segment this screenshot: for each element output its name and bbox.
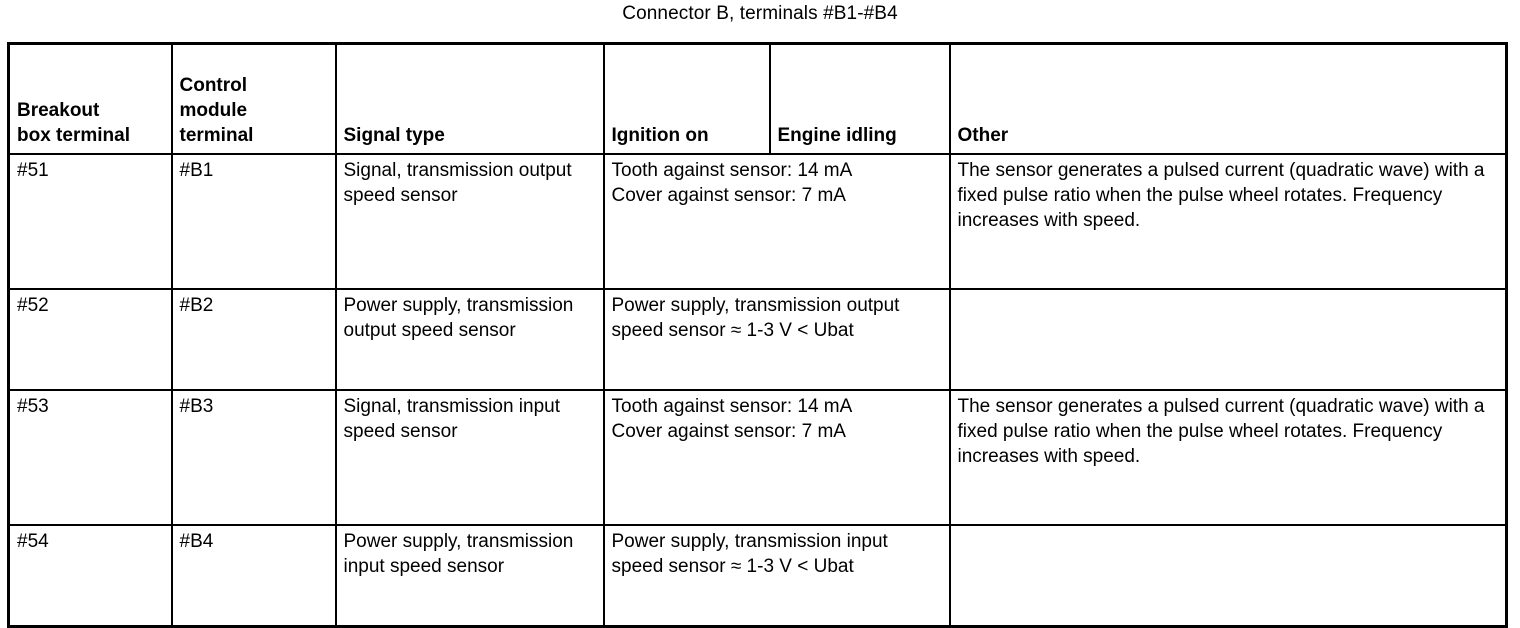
column-header-breakout-box-terminal: Breakout box terminal (7, 43, 173, 155)
cell-measurement: Power supply, transmission input speed s… (602, 524, 951, 628)
column-header-signal-type: Signal type (334, 43, 605, 155)
cell-measurement: Tooth against sensor: 14 mA Cover agains… (602, 389, 951, 526)
column-header-other: Other (948, 43, 1508, 155)
cell-measurement: Power supply, transmission output speed … (602, 288, 951, 391)
table-row: #52 #B2 Power supply, transmission outpu… (7, 288, 1508, 391)
table-row: #53 #B3 Signal, transmission input speed… (7, 389, 1508, 526)
cell-control-terminal: #B4 (170, 524, 337, 628)
table-row: #51 #B1 Signal, transmission output spee… (7, 153, 1508, 290)
cell-other: The sensor generates a pulsed current (q… (948, 389, 1508, 526)
column-header-engine-idling: Engine idling (768, 43, 951, 155)
table-row: #54 #B4 Power supply, transmission input… (7, 524, 1508, 628)
cell-breakout-terminal: #54 (7, 524, 173, 628)
cell-control-terminal: #B1 (170, 153, 337, 290)
cell-control-terminal: #B3 (170, 389, 337, 526)
cell-breakout-terminal: #51 (7, 153, 173, 290)
table-header: Breakout box terminal Control module ter… (7, 43, 1508, 155)
table-header-row: Breakout box terminal Control module ter… (7, 43, 1508, 155)
cell-breakout-terminal: #53 (7, 389, 173, 526)
cell-signal-type: Signal, transmission output speed sensor (334, 153, 605, 290)
cell-signal-type: Signal, transmission input speed sensor (334, 389, 605, 526)
cell-breakout-terminal: #52 (7, 288, 173, 391)
page-title: Connector B, terminals #B1-#B4 (622, 3, 898, 24)
cell-control-terminal: #B2 (170, 288, 337, 391)
cell-other (948, 524, 1508, 628)
table-body: #51 #B1 Signal, transmission output spee… (7, 153, 1508, 628)
cell-signal-type: Power supply, transmission input speed s… (334, 524, 605, 628)
cell-measurement: Tooth against sensor: 14 mA Cover agains… (602, 153, 951, 290)
column-header-control-module-terminal: Control module terminal (170, 43, 337, 155)
cell-other (948, 288, 1508, 391)
connector-b-terminals-table: Breakout box terminal Control module ter… (7, 42, 1508, 628)
spec-table-wrapper: Breakout box terminal Control module ter… (7, 42, 1508, 628)
column-header-ignition-on: Ignition on (602, 43, 771, 155)
cell-signal-type: Power supply, transmission output speed … (334, 288, 605, 391)
cell-other: The sensor generates a pulsed current (q… (948, 153, 1508, 290)
